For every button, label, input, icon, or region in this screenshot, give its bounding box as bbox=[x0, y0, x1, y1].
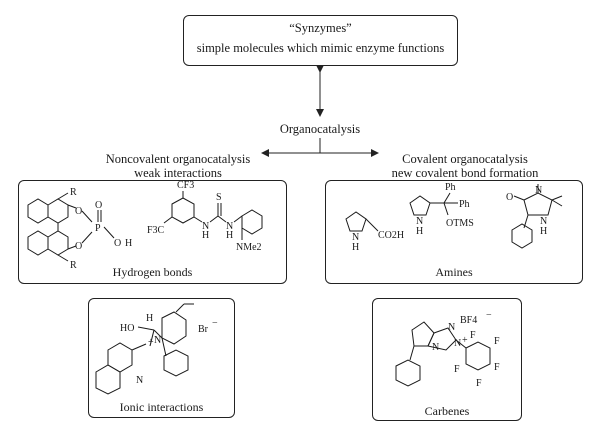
carbene-f1: F bbox=[494, 336, 500, 347]
binol-phosphoric-acid bbox=[27, 192, 115, 262]
ionic-plus: + bbox=[148, 337, 154, 348]
thiourea-cf3: CF3 bbox=[177, 180, 194, 191]
macmillan-imidazolidinone bbox=[511, 184, 563, 249]
prolinol-ph1: Ph bbox=[445, 182, 456, 193]
amines-label: Amines bbox=[435, 265, 473, 279]
macmillan-h: H bbox=[540, 226, 547, 237]
amines-panel bbox=[325, 180, 583, 284]
binol-h: H bbox=[125, 238, 132, 249]
left-branch-title: Noncovalent organocatalysis bbox=[105, 152, 251, 166]
carbene-f4: F bbox=[454, 364, 460, 375]
macmillan-o: O bbox=[506, 192, 513, 203]
thiourea-nme2: NMe2 bbox=[236, 242, 262, 253]
ionic-n-quinoline: N bbox=[136, 375, 143, 386]
ionic-br-minus: − bbox=[212, 318, 218, 329]
prolinol-otms: OTMS bbox=[446, 218, 474, 229]
center-label: Organocatalysis bbox=[279, 122, 361, 136]
carbenes-label: Carbenes bbox=[424, 404, 470, 418]
proline-co2h: CO2H bbox=[378, 230, 404, 241]
top-subtitle: simple molecules which mimic enzyme func… bbox=[196, 41, 445, 55]
thiourea-s: S bbox=[216, 192, 222, 203]
proline-h: H bbox=[352, 242, 359, 253]
right-branch-title: Covalent organocatalysis bbox=[402, 152, 528, 166]
ionic-ho: HO bbox=[120, 323, 134, 334]
triazolium-salt bbox=[395, 321, 491, 387]
thiourea-catalyst bbox=[163, 191, 263, 240]
binol-o-h: O bbox=[114, 238, 121, 249]
thiourea-h1: H bbox=[202, 230, 209, 241]
thiourea-f3c: F3C bbox=[147, 225, 165, 236]
binol-o2: O bbox=[75, 241, 82, 252]
proline-n: N bbox=[352, 232, 359, 243]
binol-o1: O bbox=[75, 206, 82, 217]
ionic-h: H bbox=[146, 313, 153, 324]
prolinol-n: N bbox=[416, 216, 423, 227]
binol-o-double: O bbox=[95, 200, 102, 211]
diarylprolinol-ether bbox=[409, 192, 458, 216]
thiourea-n1: N bbox=[202, 221, 209, 232]
binol-r-top: R bbox=[70, 187, 77, 198]
carbene-f3: F bbox=[476, 378, 482, 389]
hydrogen-bonds-label: Hydrogen bonds bbox=[112, 265, 193, 279]
macmillan-n1: N bbox=[535, 185, 542, 196]
macmillan-n2: N bbox=[540, 216, 547, 227]
right-branch-subtitle: new covalent bond formation bbox=[391, 166, 539, 180]
ionic-label: Ionic interactions bbox=[119, 400, 204, 414]
ionic-n-plus: N bbox=[154, 335, 161, 346]
carbene-bf4-minus: − bbox=[486, 310, 492, 321]
prolinol-ph2: Ph bbox=[459, 199, 470, 210]
binol-p: P bbox=[95, 223, 101, 234]
proline bbox=[345, 211, 379, 232]
thiourea-h2: H bbox=[226, 230, 233, 241]
carbene-bf4: BF4 bbox=[460, 315, 477, 326]
carbene-plus: + bbox=[462, 335, 468, 346]
left-branch-subtitle: weak interactions bbox=[134, 166, 222, 180]
cinchonidinium-bromide bbox=[95, 303, 194, 395]
ionic-br: Br bbox=[198, 324, 209, 335]
carbene-n3: N bbox=[432, 342, 439, 353]
thiourea-n2: N bbox=[226, 221, 233, 232]
binol-r-bottom: R bbox=[70, 260, 77, 271]
carbenes-panel bbox=[372, 298, 522, 421]
carbene-f2: F bbox=[494, 362, 500, 373]
carbene-f5: F bbox=[470, 330, 476, 341]
top-title: “Synzymes” bbox=[289, 21, 352, 35]
carbene-n1: N bbox=[448, 322, 455, 333]
carbene-n2: N bbox=[454, 338, 461, 349]
top-concept-box bbox=[183, 15, 458, 66]
prolinol-h: H bbox=[416, 226, 423, 237]
